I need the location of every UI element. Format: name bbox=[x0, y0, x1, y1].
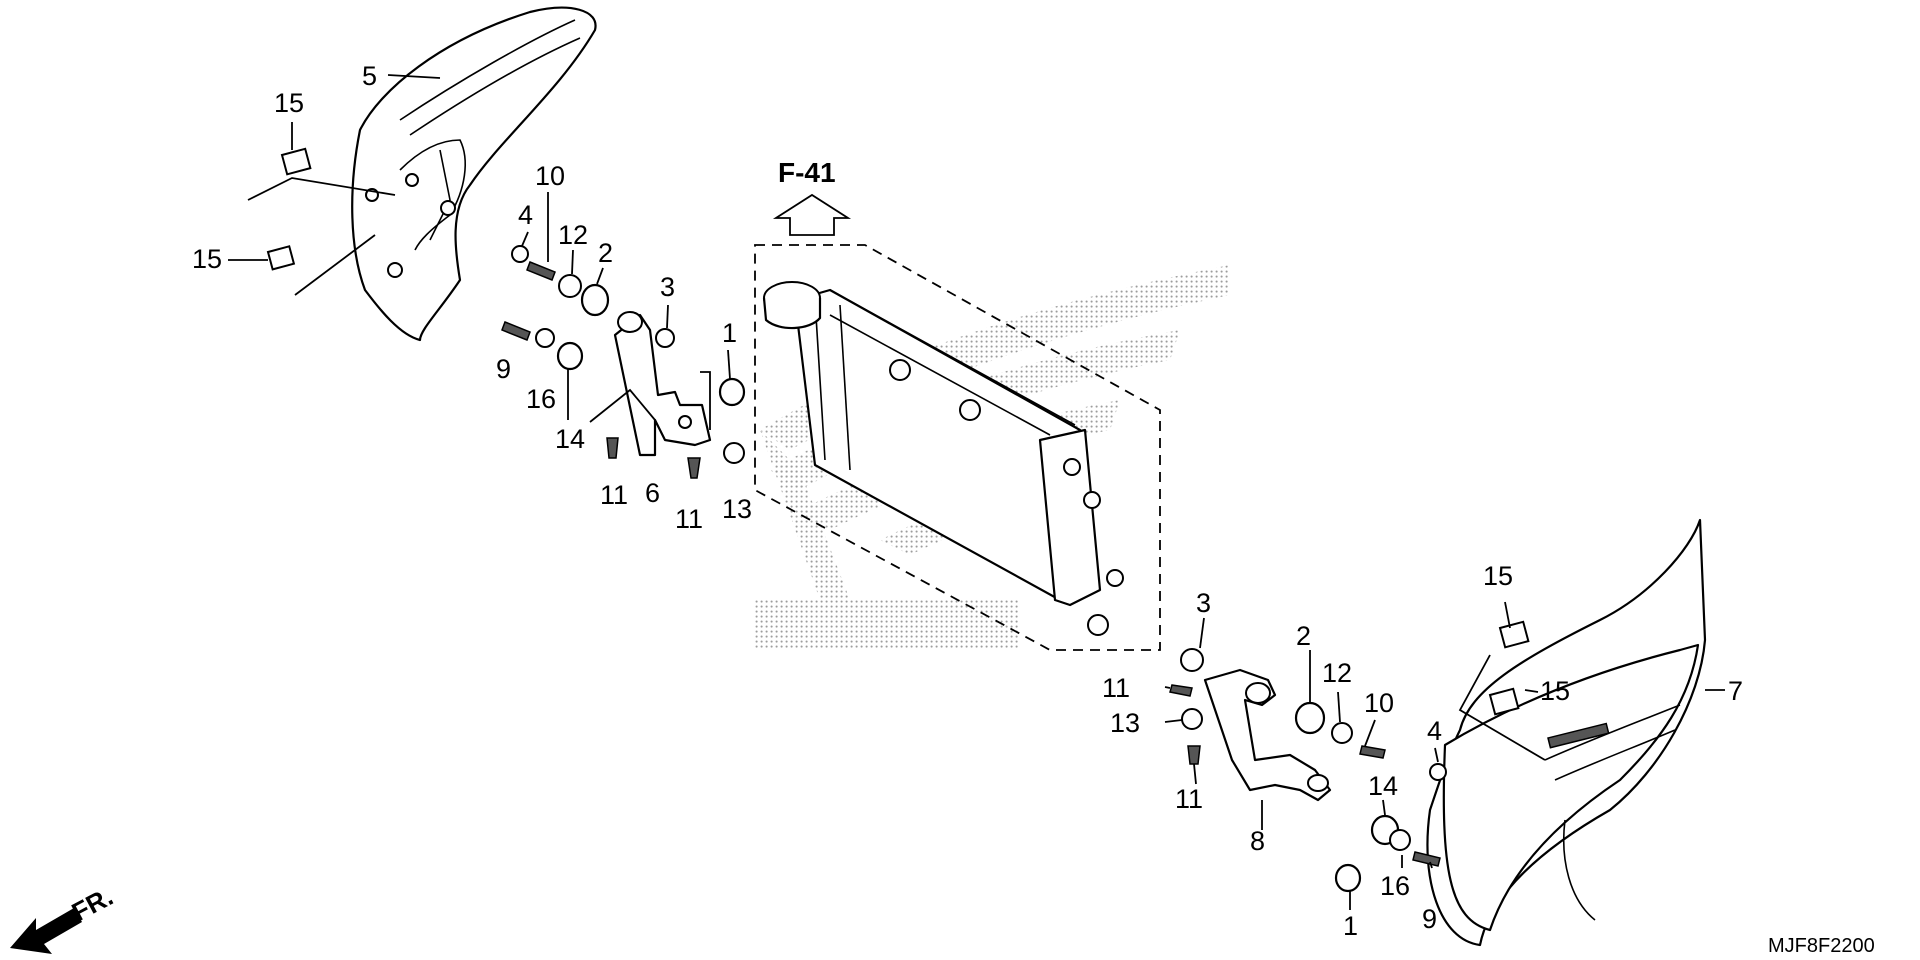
callout-4: 4 bbox=[518, 200, 533, 230]
callout-13: 13 bbox=[722, 494, 752, 524]
radiator-assembly[interactable] bbox=[762, 281, 1124, 636]
callout-7: 7 bbox=[1728, 676, 1743, 706]
callout-14: 14 bbox=[1368, 771, 1398, 801]
right-hardware-group bbox=[1169, 620, 1530, 893]
callout-1: 1 bbox=[722, 318, 737, 348]
callout-15: 15 bbox=[192, 244, 222, 274]
callout-6: 6 bbox=[645, 478, 660, 508]
callout-1: 1 bbox=[1343, 911, 1358, 941]
leader-lines bbox=[228, 74, 1725, 910]
right-shroud-part-7[interactable] bbox=[1426, 518, 1707, 947]
callout-11: 11 bbox=[1175, 784, 1203, 814]
callout-15: 15 bbox=[1483, 561, 1513, 591]
callout-2: 2 bbox=[1296, 621, 1311, 651]
callout-9: 9 bbox=[496, 354, 511, 384]
callout-11: 11 bbox=[600, 480, 628, 510]
left-hardware-group bbox=[266, 147, 746, 479]
callout-12: 12 bbox=[558, 220, 588, 250]
up-arrow-icon bbox=[772, 193, 852, 236]
callout-9: 9 bbox=[1422, 904, 1437, 934]
callout-3: 3 bbox=[660, 272, 675, 302]
callout-5: 5 bbox=[362, 61, 377, 91]
reference-f41[interactable]: F-41 bbox=[772, 157, 852, 236]
callout-16: 16 bbox=[1380, 871, 1410, 901]
callout-3: 3 bbox=[1196, 588, 1211, 618]
callout-14: 14 bbox=[555, 424, 585, 454]
front-arrow-icon bbox=[10, 908, 82, 954]
callout-11: 11 bbox=[675, 504, 703, 534]
reference-label: F-41 bbox=[778, 157, 836, 188]
front-direction-indicator: FR. bbox=[10, 881, 118, 954]
callout-11: 11 bbox=[1102, 673, 1130, 703]
callout-13: 13 bbox=[1110, 708, 1140, 738]
diagram-code: MJF8F2200 bbox=[1768, 935, 1875, 957]
callout-12: 12 bbox=[1322, 658, 1352, 688]
callout-16: 16 bbox=[526, 384, 556, 414]
callout-10: 10 bbox=[1364, 688, 1394, 718]
callout-4: 4 bbox=[1427, 716, 1442, 746]
bracket-part-6[interactable] bbox=[613, 311, 712, 457]
callout-8: 8 bbox=[1250, 826, 1265, 856]
bracket-part-8[interactable] bbox=[1203, 668, 1332, 802]
callout-15: 15 bbox=[1540, 676, 1570, 706]
radiator-reference-outline bbox=[754, 244, 1161, 651]
callout-15: 15 bbox=[274, 88, 304, 118]
callout-2: 2 bbox=[598, 238, 613, 268]
callout-labels: 5 15 15 10 4 12 2 3 1 9 16 14 11 6 11 13… bbox=[192, 61, 1743, 941]
callout-10: 10 bbox=[535, 161, 565, 191]
